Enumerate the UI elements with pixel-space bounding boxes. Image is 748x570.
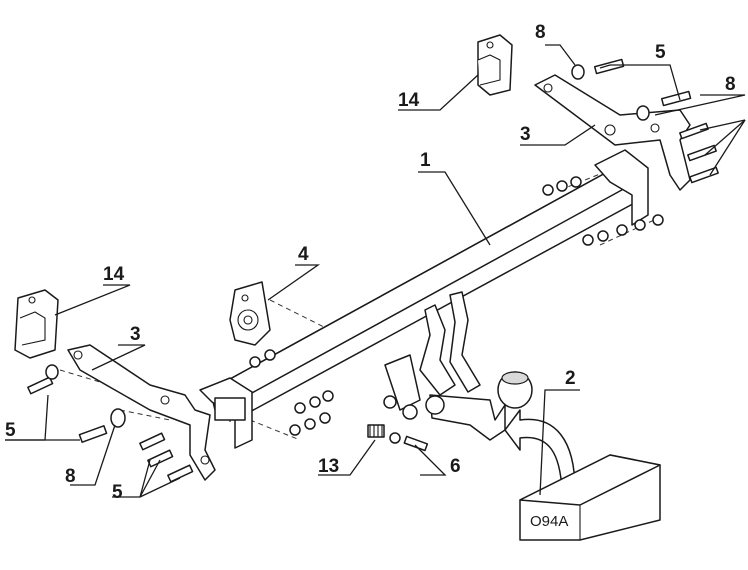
- label-part-1: 1: [420, 150, 431, 171]
- label-part-14-left: 14: [103, 264, 125, 285]
- label-part-3-right: 3: [520, 124, 531, 145]
- reinforcement-plate-top: [477, 34, 513, 96]
- label-part-14-top: 14: [398, 90, 420, 111]
- connector-arrow: [504, 409, 576, 491]
- fasteners-left: [27, 364, 194, 483]
- fasteners-beam-left: [249, 349, 334, 436]
- tow-bracket: [384, 291, 481, 411]
- left-side-bracket: [67, 344, 216, 481]
- tow-ball-neck: [383, 371, 533, 441]
- fasteners-top-right: [571, 58, 719, 184]
- fasteners-beam-right: [542, 176, 664, 246]
- reinforcement-plate-left: [14, 289, 59, 359]
- label-part-2: 2: [565, 368, 576, 389]
- label-part-3-left: 3: [130, 324, 141, 345]
- model-code-box: O94A: [519, 454, 661, 541]
- label-part-6: 6: [450, 456, 461, 477]
- label-part-8-top: 8: [535, 22, 546, 43]
- label-part-5-bottom: 5: [112, 482, 123, 503]
- model-code-text: O94A: [530, 513, 568, 530]
- label-part-5-top: 5: [655, 42, 666, 63]
- label-part-8-right: 8: [725, 74, 736, 95]
- electrical-socket-plate: [229, 281, 271, 346]
- label-part-5-left: 5: [5, 420, 16, 441]
- label-part-8-left: 8: [65, 466, 76, 487]
- main-crossbeam: [199, 149, 649, 449]
- fasteners-center: [367, 424, 429, 452]
- right-side-bracket: [534, 74, 691, 191]
- leader-lines: [5, 44, 746, 498]
- part-labels: 1 2 3 3 4 5 5 5 6 8 8 8 13 14 14: [5, 22, 736, 503]
- label-part-4: 4: [298, 244, 309, 265]
- label-part-13: 13: [318, 456, 339, 477]
